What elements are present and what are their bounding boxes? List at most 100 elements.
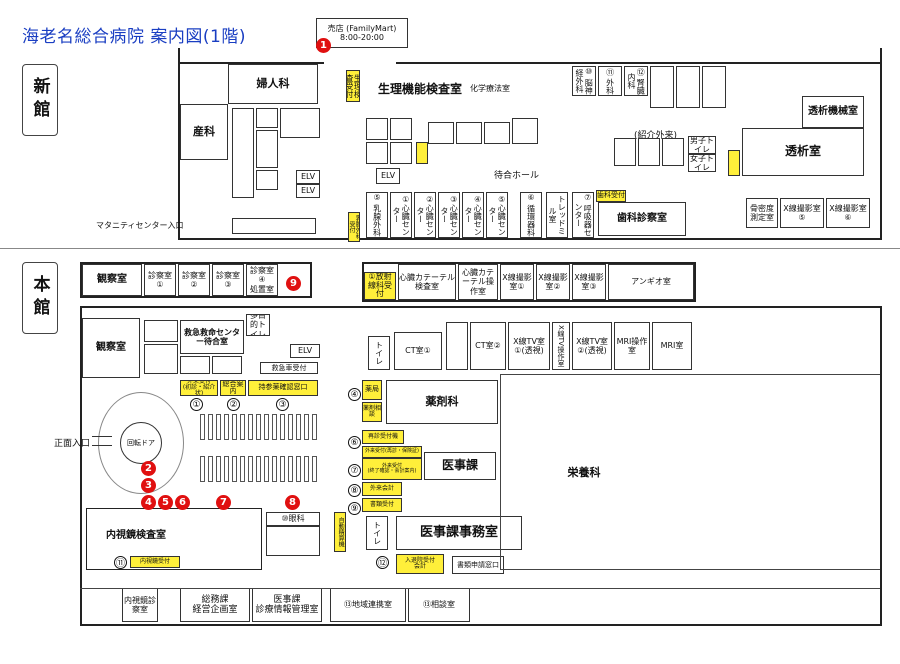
waiting-seat — [288, 414, 293, 440]
circle-num-3: ③ — [276, 398, 289, 411]
medical-affairs: 医事課 — [424, 452, 496, 480]
mri-op-room: MRI操作室 — [614, 322, 650, 370]
waiting-seat — [312, 414, 317, 440]
mri-room: MRI室 — [652, 322, 692, 370]
endoscopy-reception: 内視鏡受付 — [130, 556, 180, 568]
circle-num-6: ⑥ — [348, 436, 361, 449]
circle-num-7: ⑦ — [348, 464, 361, 477]
consultation-room: ⑬相談室 — [408, 588, 470, 622]
circle-num-2: ② — [227, 398, 240, 411]
med-records-room: 医事課 診療情報管理室 — [252, 588, 322, 622]
red-number-2: 2 — [141, 461, 156, 476]
er-vehicle: 救急車受付 — [260, 362, 318, 374]
circle-num-4: ④ — [348, 388, 361, 401]
red-number-4: 4 — [141, 495, 156, 510]
obgyn-sub2 — [256, 108, 278, 128]
waiting-seat — [280, 456, 285, 482]
waiting-seat — [304, 414, 309, 440]
physio-sub7 — [484, 122, 510, 144]
exam-room-3: 診察室③ — [212, 264, 244, 296]
observation-room-1: 観察室 — [82, 264, 142, 296]
waiting-seat — [208, 456, 213, 482]
new-wing-outline — [178, 48, 882, 240]
xray5-room: X線撮影室⑤ — [780, 198, 824, 228]
waiting-seat — [216, 414, 221, 440]
exam-room-4: 診察室④ 処置室 — [246, 264, 278, 296]
circle-num-11: ⑪ — [114, 556, 127, 569]
elevator-main: ELV — [290, 344, 320, 358]
cath-operation-room: 心臓カテーテル操作室 — [458, 264, 498, 300]
circle-num-12: ⑫ — [376, 556, 389, 569]
waiting-seat — [200, 456, 205, 482]
endoscopy-room: 内視鏡検査室 — [106, 530, 166, 542]
cardio-5: ⑤心臓センター — [486, 192, 508, 238]
circle-num-9: ⑨ — [348, 502, 361, 515]
elevator-new-2: ELV — [296, 184, 320, 198]
red-number-7: 7 — [216, 495, 231, 510]
counter-outpatient-insurance: 外来受付(再診・保険証) — [362, 446, 422, 458]
waiting-seat — [288, 456, 293, 482]
waiting-seat — [232, 456, 237, 482]
nutrition-outline — [500, 374, 880, 570]
inpatient-label: 入退院受付 — [404, 556, 435, 564]
cardio-4: ④心臓センター — [462, 192, 484, 238]
waiting-seat — [240, 414, 245, 440]
waiting-seat — [200, 414, 205, 440]
physio-sub4 — [390, 142, 412, 164]
waiting-seat — [264, 414, 269, 440]
counter-appointment: 持参薬確認窓口 — [248, 380, 318, 396]
toilet-m-new: 男子トイレ — [688, 136, 716, 154]
xray1-room: X線撮影室① — [500, 264, 534, 300]
red-number-5: 5 — [158, 495, 173, 510]
toilet-main: トイレ — [368, 336, 390, 370]
main-wing-label: 本館 — [22, 262, 58, 334]
dental-room: 歯科診察室 — [598, 202, 686, 236]
obgyn-sub4 — [256, 130, 278, 168]
waiting-seat — [248, 414, 253, 440]
ct-op-room — [446, 322, 468, 370]
surgery-room: ⑪ 外科 — [598, 66, 622, 96]
counter-medicine-consult: 薬剤相談 — [362, 402, 382, 422]
er-exam-d — [212, 356, 242, 374]
new-wing-label: 新館 — [22, 64, 58, 136]
ref-sub2 — [638, 138, 660, 166]
new-sub-b — [676, 66, 700, 108]
community-room: ⑬地域連携室 — [330, 588, 406, 622]
medical-affairs-office: 医事課事務室 — [396, 516, 522, 550]
waiting-seat — [224, 414, 229, 440]
main-wing-outline-north — [80, 262, 312, 298]
maternity-room: 産科 — [180, 104, 228, 160]
physio-reception: 生理検査受付 — [346, 70, 360, 102]
treadmill-room: トレッドミル室 — [546, 192, 568, 238]
physio-sub1 — [366, 118, 388, 140]
waiting-seat — [256, 414, 261, 440]
wing-divider-line — [0, 248, 900, 249]
elevator-new-3: ELV — [376, 168, 400, 184]
counter-revisit: 再診受付機 — [362, 430, 404, 444]
waiting-seat — [264, 456, 269, 482]
exam-room-2: 診察室② — [178, 264, 210, 296]
counter-outpatient: 外来受付 (初診・紹介状) — [180, 380, 218, 396]
store-hours: 8:00-20:00 — [340, 33, 384, 42]
physio-sub3 — [366, 142, 388, 164]
physio-sub2 — [390, 118, 412, 140]
xtv1-room: X線TV室①(透視) — [508, 322, 550, 370]
counter-general-info: 総合案内 — [220, 380, 246, 396]
main-entrance-label: 正面入口 — [54, 439, 91, 449]
obgyn-sub3 — [280, 108, 320, 138]
dialysis-room: 透析室 — [742, 128, 864, 176]
dialysis-machine-room: 透析機械室 — [802, 96, 864, 128]
xray6-room: X線撮影室⑥ — [826, 198, 870, 228]
kidney-room: ⑫ 腎臓内科 — [624, 66, 648, 96]
resp-center-room: ⑦ 呼吸器センター — [572, 192, 594, 238]
endoscopy-exam-room: 内視鏡診察室 — [122, 588, 158, 622]
obgyn-sub1 — [232, 108, 254, 198]
cardio-3: ③心臓センター — [438, 192, 460, 238]
waiting-seat — [280, 414, 285, 440]
observation-room-2: 観察室 — [82, 318, 140, 378]
delivery-room — [232, 218, 316, 234]
waiting-seat — [240, 456, 245, 482]
store-box: 売店 (FamilyMart) 8:00-20:00 — [316, 18, 408, 48]
physio-sub6 — [456, 122, 482, 144]
cardiac-cath-room: 心臓カテーテル検査室 — [398, 264, 456, 300]
